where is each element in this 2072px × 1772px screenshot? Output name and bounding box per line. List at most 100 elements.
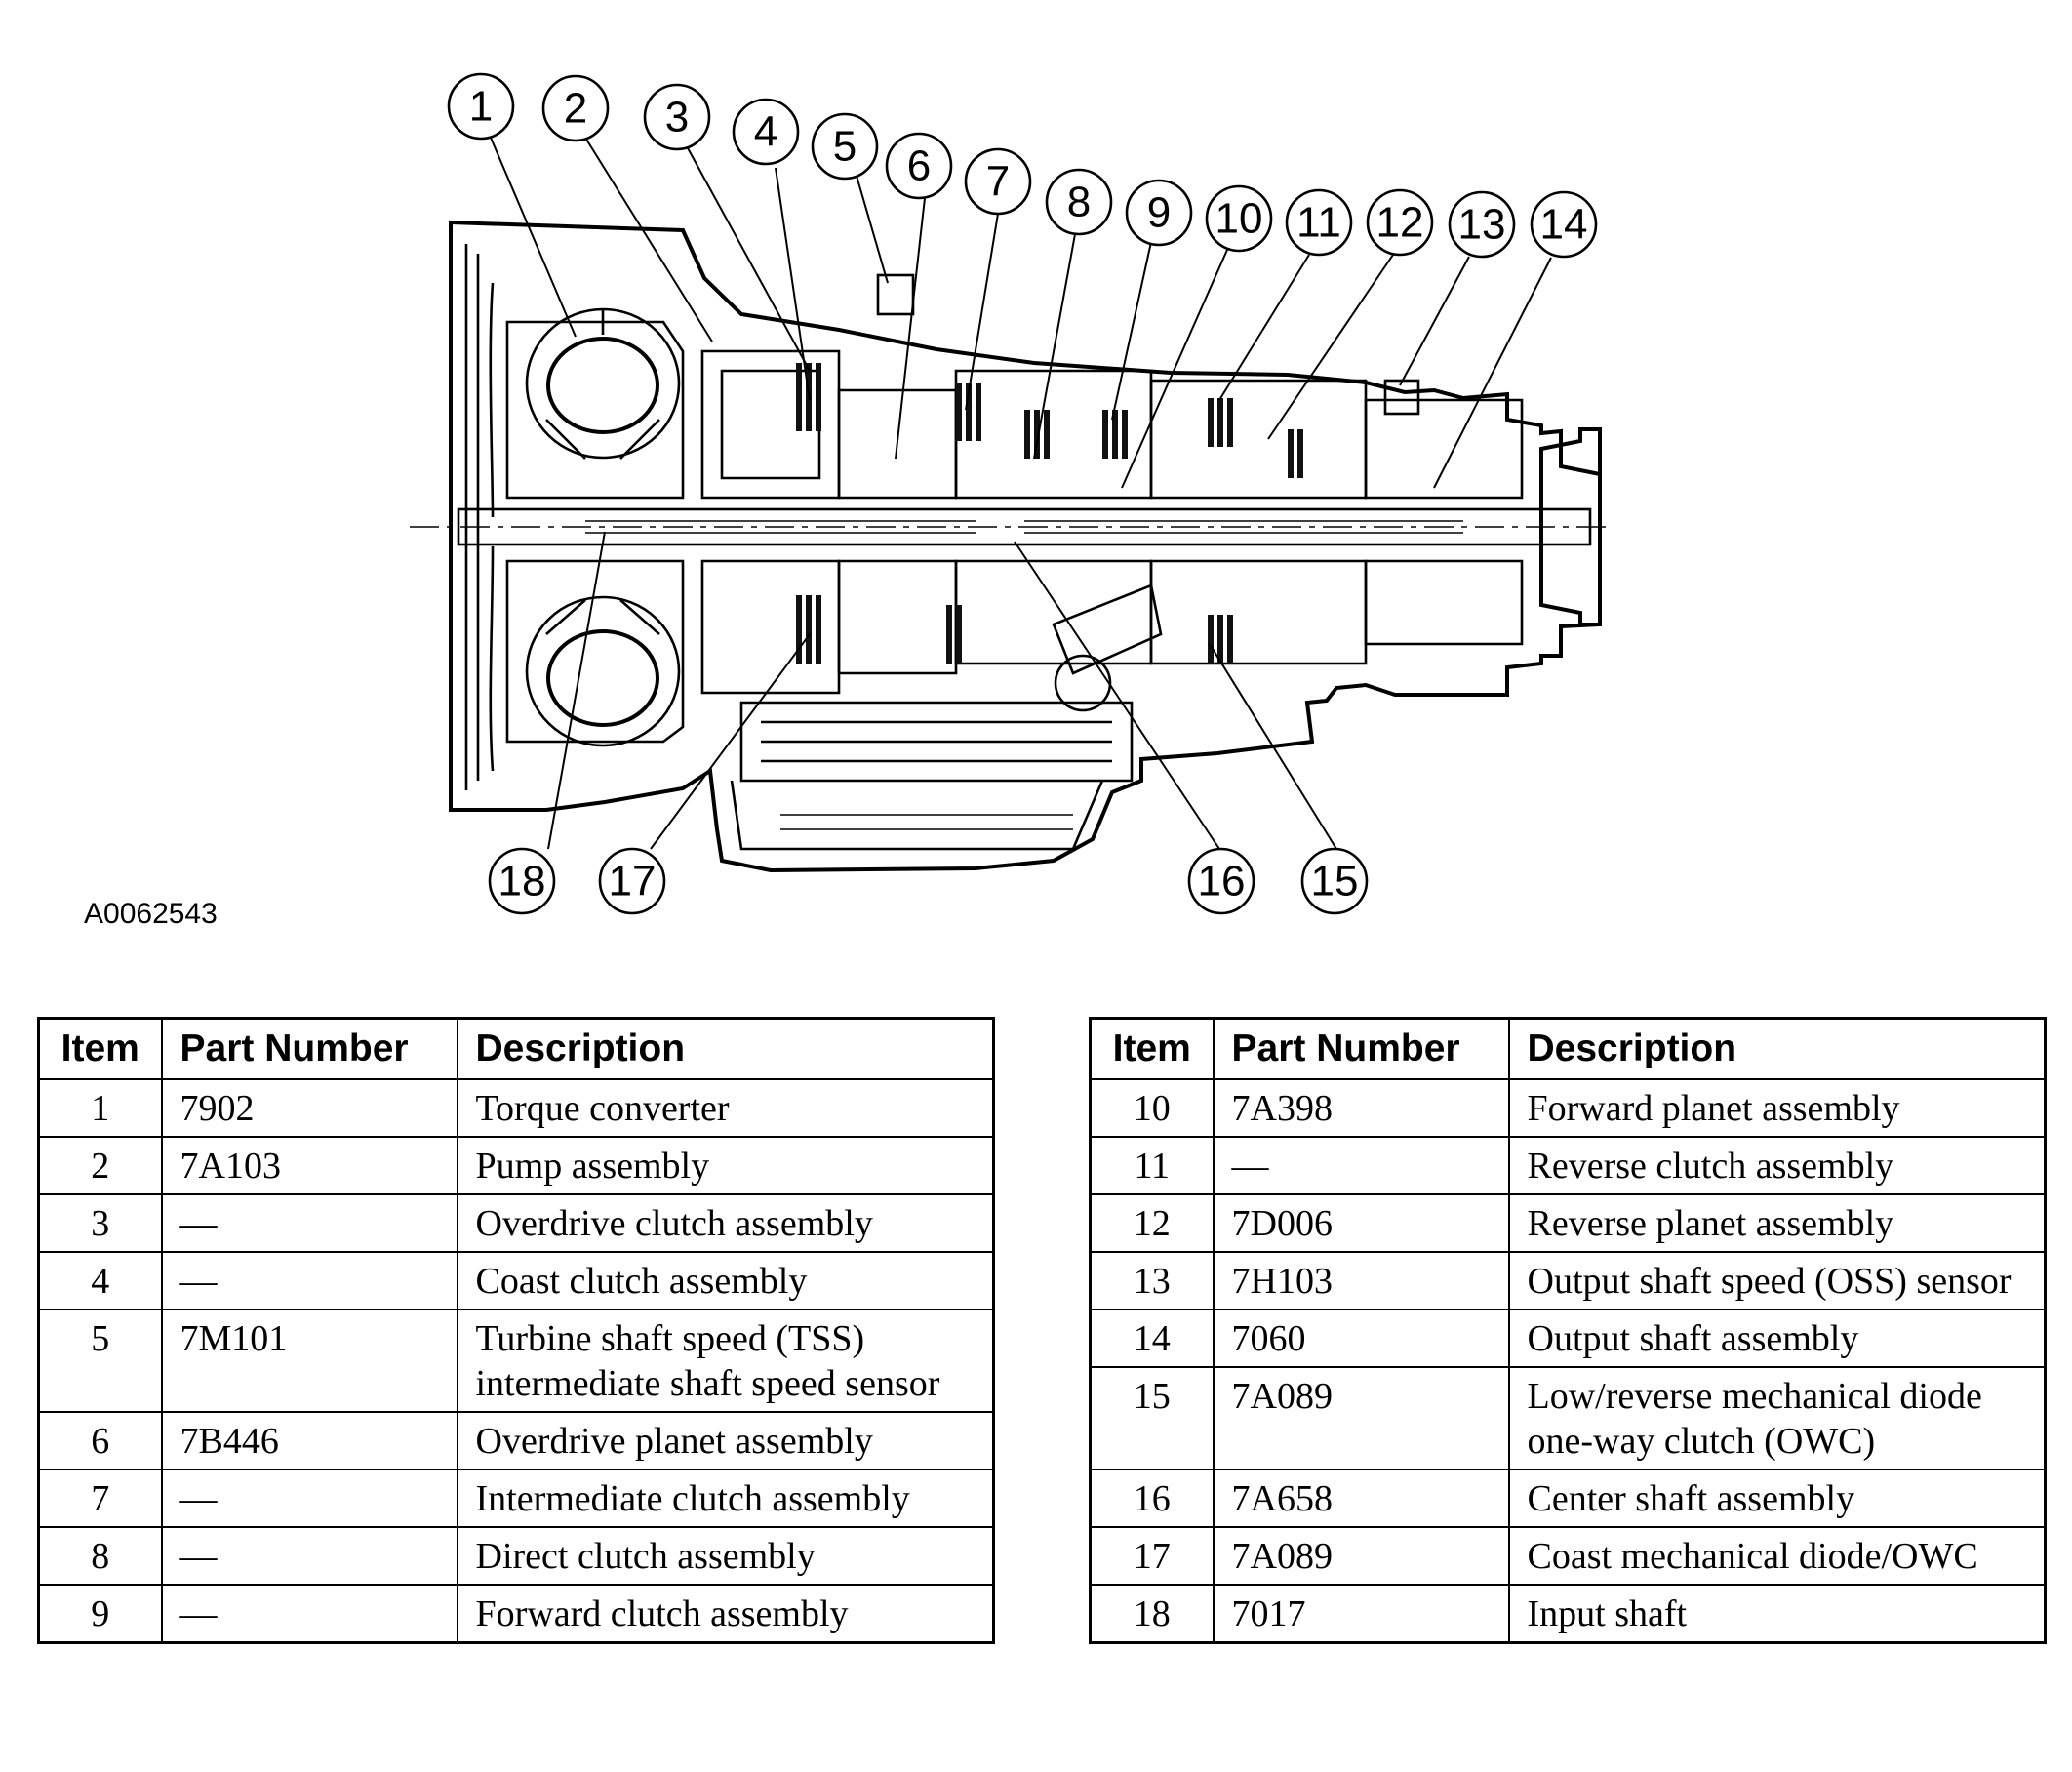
- cell-item: 11: [1089, 1136, 1215, 1195]
- cell-description: Forward clutch assembly: [456, 1584, 995, 1644]
- callout-15: 15: [1300, 847, 1369, 915]
- svg-text:10: 10: [1215, 195, 1263, 243]
- svg-text:5: 5: [833, 123, 857, 171]
- cell-part-number: 7A658: [1212, 1469, 1510, 1528]
- cell-item: 18: [1089, 1584, 1215, 1644]
- header-item: Item: [37, 1017, 163, 1080]
- cell-description: Turbine shaft speed (TSS) intermediate s…: [456, 1309, 995, 1413]
- svg-text:12: 12: [1376, 199, 1424, 247]
- cell-item: 15: [1089, 1366, 1215, 1470]
- transmission-cutaway-diagram: 1 2 3 4 5 6 7 8 9 10 11 12 13 14 15 16 1…: [84, 72, 1610, 930]
- cell-item: 2: [37, 1136, 163, 1195]
- cell-part-number: 7D006: [1212, 1193, 1510, 1253]
- cell-part-number: —: [160, 1193, 458, 1253]
- cell-part-number: 7H103: [1212, 1251, 1510, 1310]
- svg-text:8: 8: [1067, 179, 1091, 226]
- cell-part-number: 7017: [1212, 1584, 1510, 1644]
- cell-item: 3: [37, 1193, 163, 1253]
- svg-text:7: 7: [986, 158, 1010, 206]
- cell-item: 14: [1089, 1309, 1215, 1368]
- callout-17: 17: [598, 847, 666, 915]
- svg-text:4: 4: [754, 108, 777, 156]
- cell-item: 8: [37, 1526, 163, 1586]
- cell-item: 10: [1089, 1078, 1215, 1138]
- callout-3: 3: [643, 83, 711, 151]
- leader-lines: [490, 137, 1552, 850]
- cell-description: Low/reverse mechanical diode one-way clu…: [1507, 1366, 2047, 1470]
- cell-part-number: 7902: [160, 1078, 458, 1138]
- callout-13: 13: [1448, 190, 1516, 259]
- callout-1: 1: [447, 72, 515, 141]
- table-header-row: Item Part Number Description: [37, 1017, 995, 1080]
- svg-text:9: 9: [1147, 189, 1171, 237]
- cell-description: Output shaft speed (OSS) sensor: [1507, 1251, 2047, 1310]
- table-row: 9—Forward clutch assembly: [37, 1584, 995, 1644]
- cell-item: 7: [37, 1469, 163, 1528]
- cell-item: 6: [37, 1411, 163, 1470]
- cell-description: Reverse planet assembly: [1507, 1193, 2047, 1253]
- table-header-row: Item Part Number Description: [1089, 1017, 2047, 1080]
- callout-2: 2: [541, 74, 610, 142]
- cell-part-number: —: [160, 1469, 458, 1528]
- callout-18: 18: [488, 847, 556, 915]
- cell-part-number: —: [1212, 1136, 1510, 1195]
- cell-part-number: 7A089: [1212, 1366, 1510, 1470]
- table-row: 8—Direct clutch assembly: [37, 1526, 995, 1586]
- svg-text:16: 16: [1198, 858, 1246, 906]
- table-row: 3—Overdrive clutch assembly: [37, 1193, 995, 1253]
- cell-item: 17: [1089, 1526, 1215, 1586]
- callout-9: 9: [1125, 179, 1193, 247]
- cell-part-number: 7060: [1212, 1309, 1510, 1368]
- svg-text:14: 14: [1540, 201, 1588, 249]
- svg-text:1: 1: [469, 83, 493, 131]
- cell-description: Center shaft assembly: [1507, 1469, 2047, 1528]
- cell-description: Output shaft assembly: [1507, 1309, 2047, 1368]
- cell-item: 9: [37, 1584, 163, 1644]
- callout-14: 14: [1530, 190, 1598, 259]
- cell-description: Reverse clutch assembly: [1507, 1136, 2047, 1195]
- svg-text:15: 15: [1311, 858, 1359, 906]
- cell-description: Coast mechanical diode/OWC: [1507, 1526, 2047, 1586]
- figure-id-label: A0062543: [84, 898, 218, 930]
- callout-balloons: 1 2 3 4 5 6 7 8 9 10 11 12 13 14 15 16 1…: [447, 72, 1598, 915]
- cell-description: Coast clutch assembly: [456, 1251, 995, 1310]
- header-part-number: Part Number: [1212, 1017, 1510, 1080]
- cell-item: 13: [1089, 1251, 1215, 1310]
- cell-part-number: 7A089: [1212, 1526, 1510, 1586]
- svg-text:11: 11: [1296, 199, 1341, 247]
- table-row: 11—Reverse clutch assembly: [1089, 1136, 2047, 1195]
- callout-16: 16: [1187, 847, 1255, 915]
- header-part-number: Part Number: [160, 1017, 458, 1080]
- cell-description: Direct clutch assembly: [456, 1526, 995, 1586]
- cell-item: 16: [1089, 1469, 1215, 1528]
- cell-part-number: 7B446: [160, 1411, 458, 1470]
- cell-item: 1: [37, 1078, 163, 1138]
- cell-description: Pump assembly: [456, 1136, 995, 1195]
- callout-5: 5: [811, 112, 879, 181]
- svg-text:2: 2: [564, 85, 587, 133]
- cell-description: Torque converter: [456, 1078, 995, 1138]
- cell-description: Intermediate clutch assembly: [456, 1469, 995, 1528]
- table-row: 4—Coast clutch assembly: [37, 1251, 995, 1310]
- svg-text:17: 17: [609, 858, 657, 906]
- callout-6: 6: [885, 132, 953, 200]
- header-description: Description: [1507, 1017, 2047, 1080]
- cell-part-number: —: [160, 1526, 458, 1586]
- svg-text:6: 6: [907, 142, 931, 190]
- header-description: Description: [456, 1017, 995, 1080]
- callout-7: 7: [964, 147, 1032, 216]
- cell-item: 12: [1089, 1193, 1215, 1253]
- svg-text:3: 3: [665, 94, 689, 141]
- cell-description: Overdrive clutch assembly: [456, 1193, 995, 1253]
- cell-part-number: —: [160, 1584, 458, 1644]
